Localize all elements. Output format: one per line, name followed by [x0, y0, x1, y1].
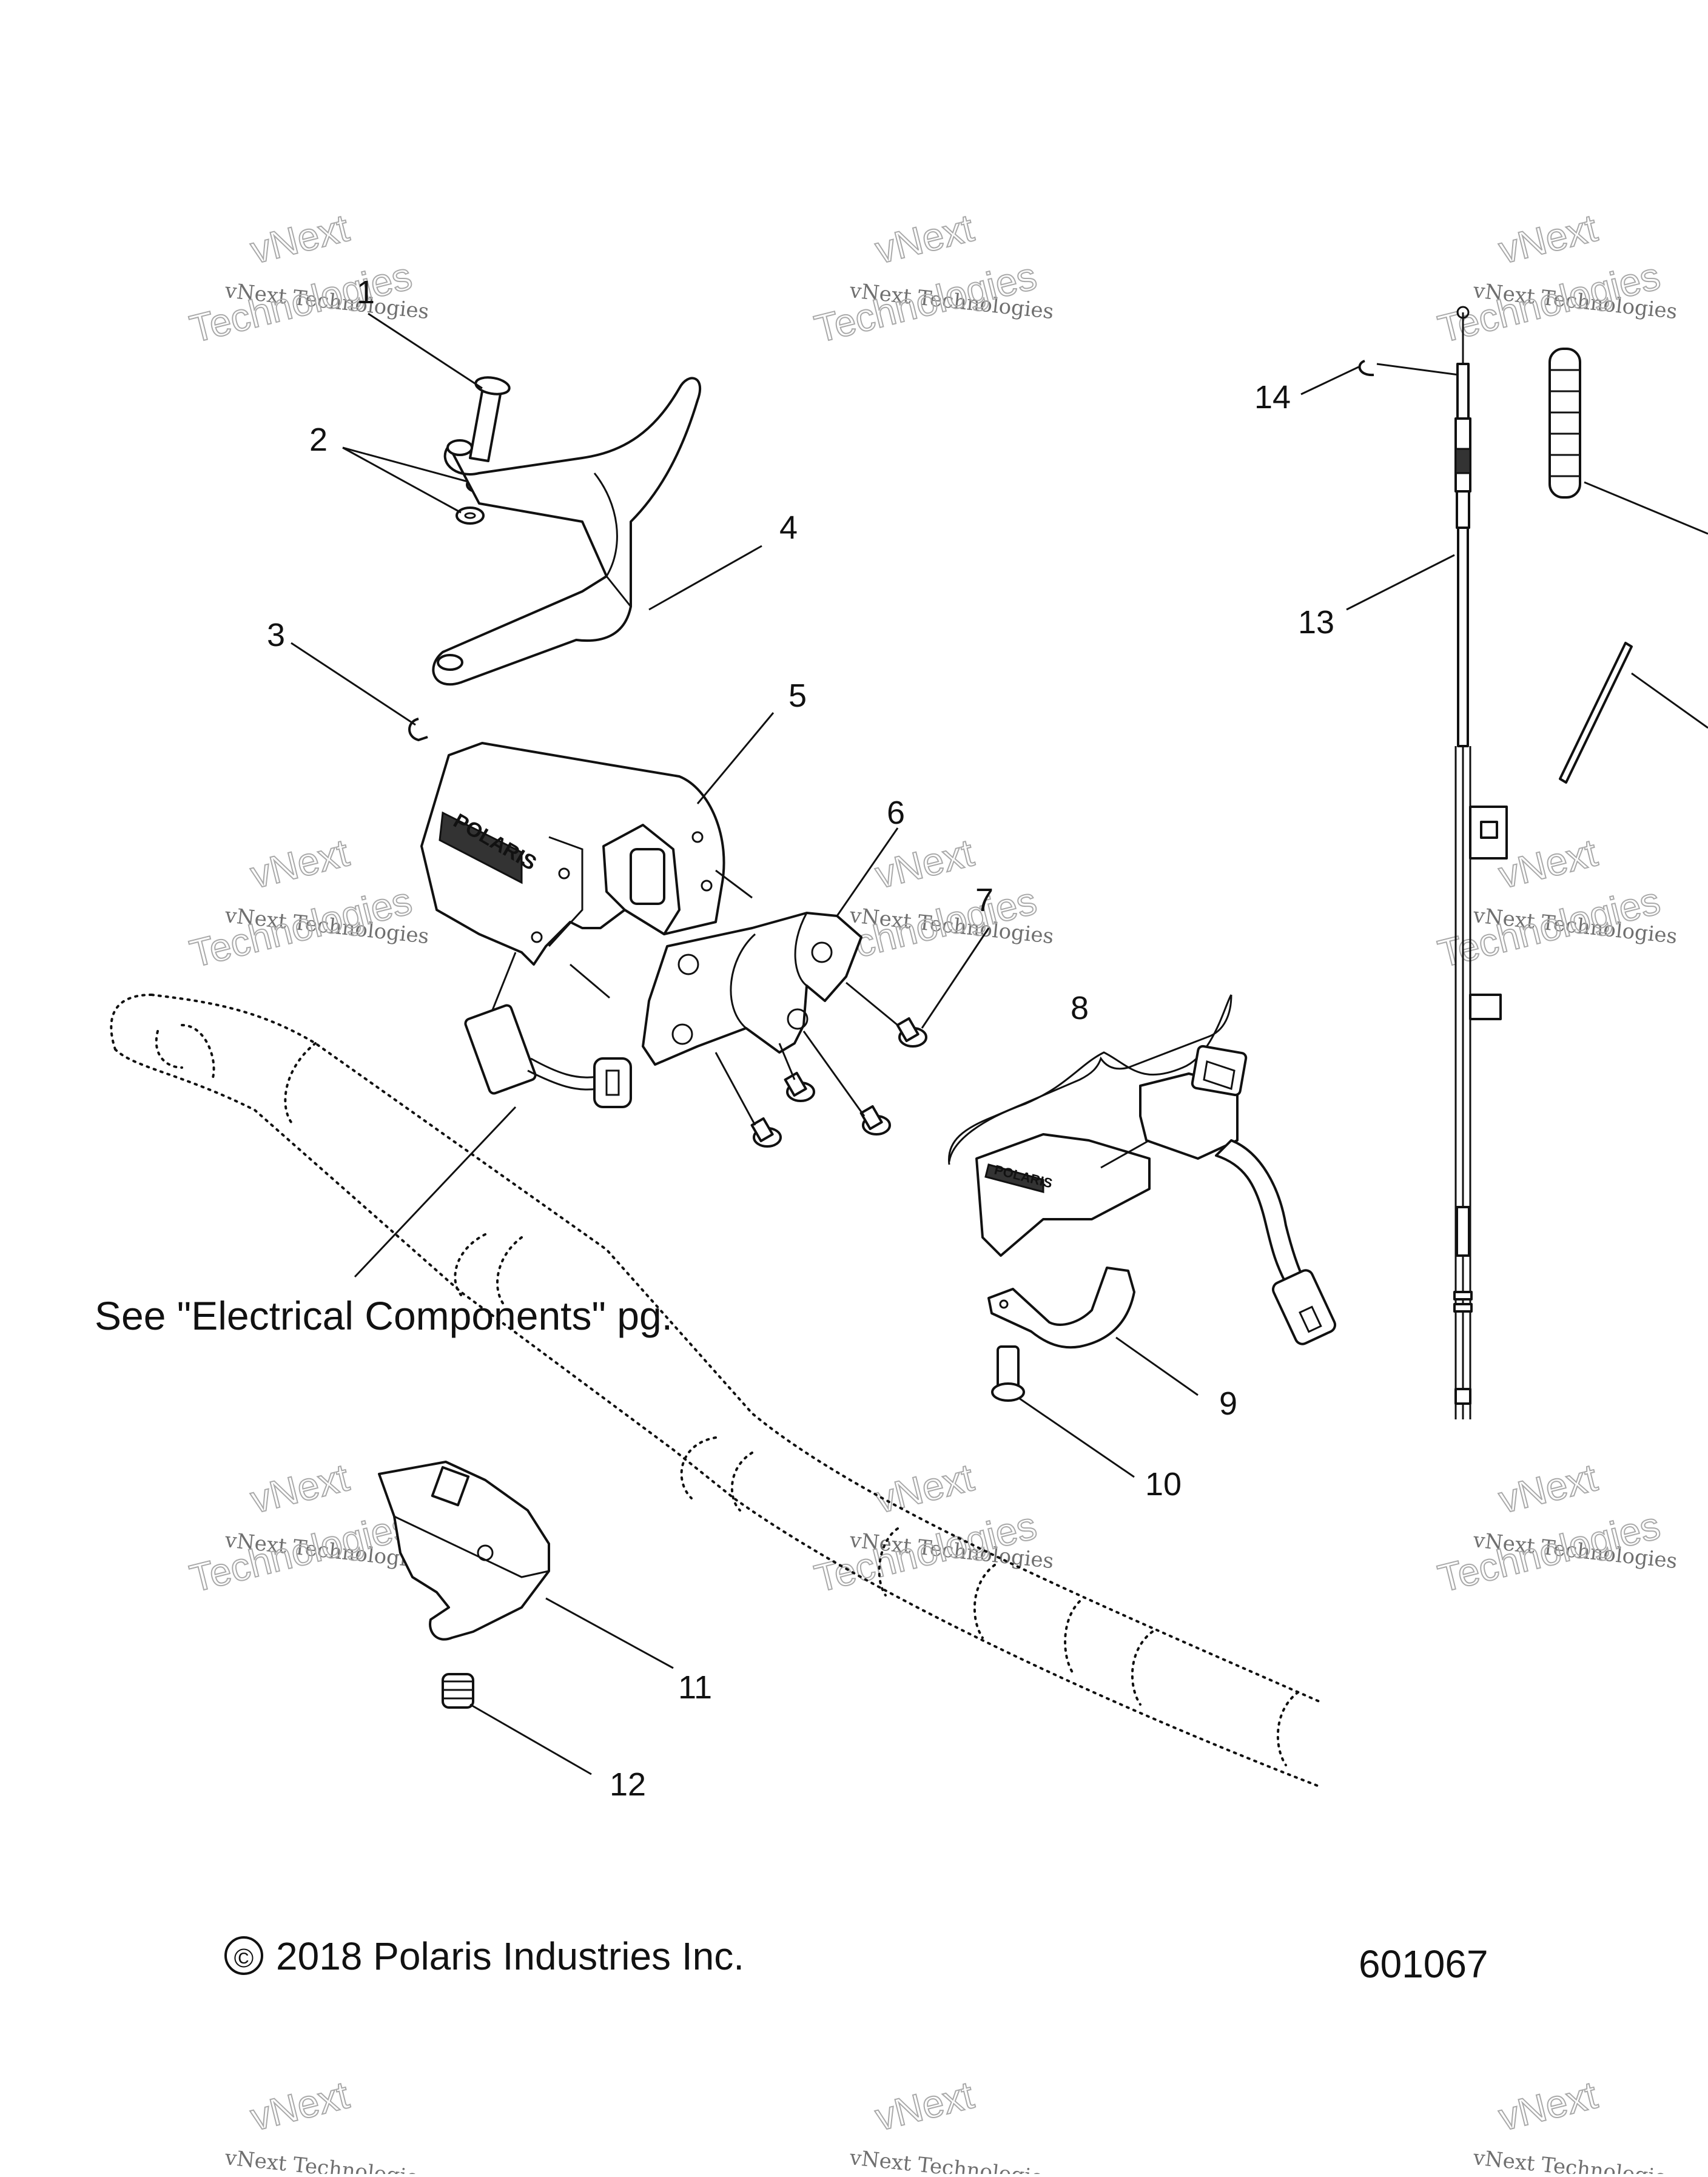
callout-labels: 1 2 3 4 5 6 7 8 9 10 11 12 13 14 [267, 274, 1334, 1803]
callout-5: 5 [788, 678, 807, 714]
watermark-line3: Technologies [186, 878, 416, 975]
part-14-clip [1300, 360, 1459, 395]
watermark-line1: vNext Technologies [223, 2145, 430, 2174]
watermark-line2: vNext [871, 1455, 978, 1521]
watermark-line2: vNext [871, 830, 978, 897]
part-10-screw [991, 1345, 1135, 1478]
callout-7: 7 [975, 882, 994, 918]
callout-11: 11 [678, 1669, 712, 1706]
part-13-cable [1346, 306, 1508, 1419]
callout-13: 13 [1298, 604, 1334, 641]
brace-8 [947, 994, 1232, 1165]
watermark-line3: Technologies [810, 1503, 1041, 1600]
copyright-footer: © 2018 Polaris Industries Inc. [224, 1934, 744, 1978]
part-8-switch-assembly: POLARIS [948, 994, 1337, 1345]
watermark-line2: vNext [246, 206, 353, 272]
electrical-components-note: See "Electrical Components" pg. [95, 1293, 673, 1338]
callout-12: 12 [610, 1766, 646, 1803]
watermark-line2: vNext [871, 2073, 978, 2139]
watermark-line2: vNext [246, 2073, 353, 2139]
watermark-line2: vNext [871, 206, 978, 272]
watermark-line2: vNext [246, 830, 353, 897]
watermark-line3: Technologies [1434, 254, 1664, 351]
electrical-connector [354, 1004, 632, 1278]
watermark-line3: Technologies [810, 254, 1041, 351]
part-4-bracket [432, 377, 762, 686]
watermark-group: vNext vNext Technologies Technologies vN… [185, 205, 1678, 2177]
watermark-line3: Technologies [1434, 1503, 1664, 1600]
part-11-lower-housing [378, 1461, 674, 1669]
callout-9: 9 [1219, 1385, 1237, 1422]
watermark-line2: vNext [1494, 206, 1601, 272]
callout-2: 2 [309, 422, 328, 458]
copyright-text: 2018 Polaris Industries Inc. [276, 1934, 744, 1978]
copyright-symbol: © [234, 1943, 254, 1973]
watermark-line2: vNext [1494, 2073, 1601, 2139]
grip-sleeve [1548, 348, 1708, 535]
handlebar-phantom [110, 994, 1320, 1788]
part-7-screws [714, 927, 990, 1148]
callout-8: 8 [1071, 990, 1089, 1026]
watermark-line2: vNext [246, 1455, 353, 1521]
part-5-housing: POLARIS [420, 712, 775, 1044]
watermark-line1: vNext Technologies [1471, 2145, 1678, 2174]
part-3-clip [291, 642, 428, 741]
callout-6: 6 [887, 795, 905, 831]
callout-14: 14 [1254, 379, 1291, 416]
callout-3: 3 [267, 617, 285, 653]
watermark-line3: Technologies [1434, 878, 1664, 975]
part-9-strap [987, 1267, 1199, 1396]
watermark-line2: vNext [1494, 1455, 1601, 1521]
watermark-line2: vNext [1494, 830, 1601, 897]
part-6-clamp [642, 827, 899, 1066]
part-12-set-screw [442, 1673, 592, 1775]
diagram-id: 601067 [1359, 1942, 1488, 1986]
watermark-line3: Technologies [186, 1503, 416, 1600]
callout-10: 10 [1145, 1466, 1182, 1502]
part-1-pin [368, 312, 511, 462]
watermark-line1: vNext Technologies [848, 2145, 1055, 2174]
watermark-line3: Technologies [186, 254, 416, 351]
callout-1: 1 [357, 274, 375, 311]
cable-tie [1559, 642, 1708, 784]
callout-4: 4 [779, 510, 798, 546]
